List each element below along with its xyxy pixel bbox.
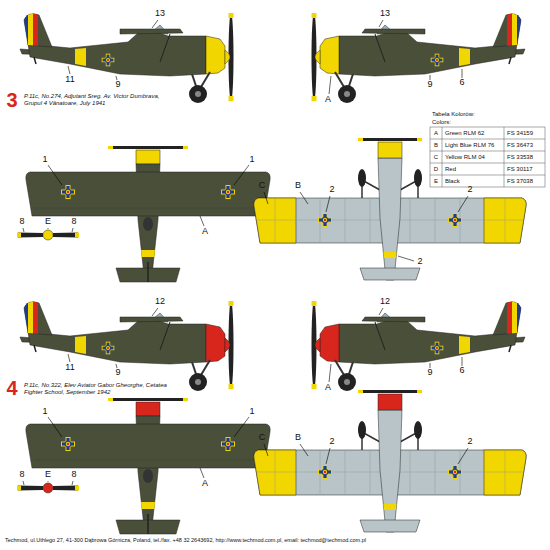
callout-number: 11 [65,75,74,85]
callout-number: 6 [459,366,464,376]
callout-number: 9 [427,368,432,378]
leader-lines [264,444,468,464]
color-table-cell: Light Blue RLM 76 [445,142,494,149]
callout-number: 8 [71,217,76,227]
leader-lines [68,308,462,382]
propeller-front [17,483,79,493]
callout-number: A [202,479,208,489]
color-table-cell: Yellow RLM 04 [445,154,485,161]
callout-number: E [45,470,51,480]
leader-lines [264,192,468,212]
callout-number: 12 [380,297,390,307]
side-view-left [20,10,234,103]
leader-lines [68,20,462,94]
leader-lines [23,481,73,485]
callout-number: 13 [155,9,165,19]
callout-number: 9 [427,80,432,90]
callout-number: C [259,433,266,443]
color-table-cell: FS 33538 [507,154,533,161]
callout-number: A [202,227,208,237]
callout-number: 11 [65,363,74,373]
color-table-cell: FS 37038 [507,178,533,185]
callout-number: C [259,181,266,191]
callout-number: 2 [417,257,422,267]
color-table-cell: Red [445,166,456,173]
side-view-right [312,10,526,103]
color-table-cell: FS 34159 [507,130,533,137]
callout-number: E [45,217,51,227]
callout-number: 2 [329,437,334,447]
callout-number: 9 [115,80,120,90]
color-table-cell: FS 36473 [507,142,533,149]
callout-number: 2 [467,437,472,447]
leader-lines [23,228,73,232]
callout-number: B [295,433,301,443]
color-table-cell: C [434,154,438,161]
callout-number: 1 [249,407,254,417]
profile-caption: P.11c, No.322, Elev Aviator Gabor Gheorg… [24,382,174,396]
side-view-right [312,298,526,391]
callout-number: 8 [19,217,24,227]
profile-caption: P.11c, No.274, Adjutant Sreg. Av. Victor… [24,93,174,107]
bottom-view [254,138,526,280]
top-view [26,398,270,534]
callout-number: 8 [71,470,76,480]
color-table-cell: E [434,178,438,185]
leader-line [398,256,414,261]
profile-number: 3 [6,89,17,111]
callout-number: 2 [467,185,472,195]
callout-number: 1 [42,407,47,417]
callout-number: B [295,181,301,191]
color-table-cell: Black [445,178,460,185]
color-table-cell: B [434,142,438,149]
color-table-cell: A [434,130,438,137]
profile-number: 4 [6,377,17,399]
callout-number: 1 [42,155,47,165]
callout-number: A [325,383,331,393]
bottom-view [254,390,526,532]
leader-lines [48,417,249,478]
callout-number: 8 [19,470,24,480]
callout-number: 2 [329,185,334,195]
color-table-cell: FS 30117 [507,166,533,173]
leader-lines [48,165,249,226]
callout-number: 1 [249,155,254,165]
top-view [26,146,270,282]
callout-number: A [325,95,331,105]
color-table-cell: D [434,166,438,173]
color-table-cell: Green RLM 62 [445,130,484,137]
callout-number: 12 [155,297,165,307]
footer-note: Techmod, ul.Uthlego 27, 41-300 Dąbrowa G… [5,537,545,543]
side-view-left [20,298,234,391]
propeller-front [17,230,79,240]
color-table-grid [430,127,545,187]
color-table-cell: Colors: [432,119,451,126]
callout-number: 9 [115,368,120,378]
callout-number: 13 [380,9,390,19]
color-table-cell: Tabela Kolorów: [432,111,475,118]
callout-number: 6 [459,78,464,88]
